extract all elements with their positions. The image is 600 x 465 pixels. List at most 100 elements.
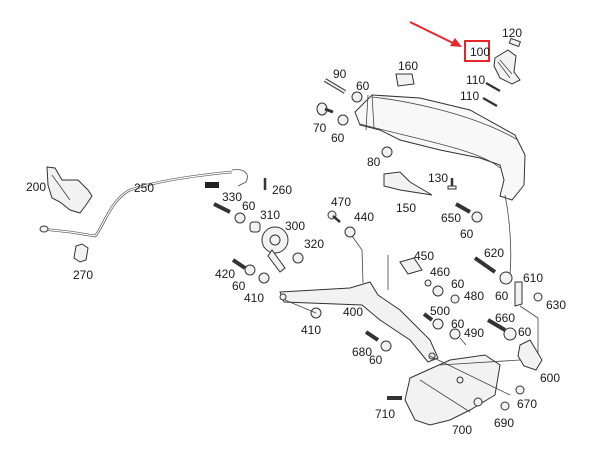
part-label-150[interactable]: 150	[396, 201, 417, 215]
part-label-410[interactable]: 410	[301, 323, 322, 337]
part-310-bushing[interactable]	[249, 221, 261, 233]
part-60-bushing[interactable]	[351, 91, 363, 103]
part-label-70[interactable]: 70	[313, 121, 327, 135]
part-90-bolt[interactable]	[323, 78, 347, 94]
part-120-clip[interactable]	[508, 37, 522, 48]
part-label-500[interactable]: 500	[430, 304, 451, 318]
part-label-420[interactable]: 420	[215, 267, 236, 281]
part-label-270[interactable]: 270	[73, 268, 94, 282]
leader-490	[459, 337, 467, 346]
part-label-160[interactable]: 160	[398, 59, 419, 73]
part-460-pin[interactable]	[424, 279, 432, 287]
part-label-710[interactable]: 710	[375, 407, 396, 421]
part-100-handle[interactable]	[493, 49, 521, 85]
part-250-cable[interactable]	[39, 169, 248, 238]
part-60-bushing[interactable]	[380, 340, 392, 352]
part-660-bolt[interactable]	[486, 318, 507, 332]
part-label-400[interactable]: 400	[343, 305, 364, 319]
part-label-120[interactable]: 120	[502, 26, 523, 40]
part-label-700[interactable]: 700	[452, 423, 473, 437]
part-470-screw[interactable]	[327, 210, 341, 223]
part-label-60[interactable]: 60	[518, 325, 532, 339]
part-label-610[interactable]: 610	[523, 271, 544, 285]
part-label-320[interactable]: 320	[304, 237, 325, 251]
part-630-nut[interactable]	[533, 292, 543, 302]
part-label-60[interactable]: 60	[451, 317, 465, 331]
leader-440	[351, 235, 364, 284]
part-label-110[interactable]: 110	[460, 89, 480, 103]
part-label-200[interactable]: 200	[26, 180, 47, 194]
part-label-60[interactable]: 60	[331, 131, 345, 145]
part-label-60[interactable]: 60	[460, 227, 474, 241]
part-330-bolt[interactable]	[213, 202, 231, 214]
part-label-440[interactable]: 440	[354, 210, 375, 224]
part-450-guide[interactable]	[399, 257, 423, 275]
part-650-bolt[interactable]	[455, 202, 471, 214]
part-200-lock[interactable]	[46, 166, 93, 214]
part-label-110[interactable]: 110	[466, 73, 486, 87]
part-70-pin[interactable]	[316, 102, 334, 116]
leader-690	[429, 355, 511, 396]
part-690-nut[interactable]	[500, 401, 510, 411]
part-160-bracket[interactable]	[395, 73, 415, 87]
part-label-670[interactable]: 670	[517, 397, 538, 411]
part-680-bolt[interactable]	[364, 330, 380, 342]
part-label-620[interactable]: 620	[484, 246, 505, 260]
part-130-screw[interactable]	[447, 178, 457, 190]
part-label-260[interactable]: 260	[272, 183, 293, 197]
part-label-450[interactable]: 450	[414, 249, 435, 263]
part-620-bolt[interactable]	[473, 256, 497, 274]
part-60-bushing[interactable]	[337, 114, 349, 126]
part-420-bolt[interactable]	[231, 258, 247, 270]
part-label-460[interactable]: 460	[430, 265, 451, 279]
part-600-bracket[interactable]	[517, 339, 543, 371]
part-410-washer[interactable]	[258, 272, 270, 284]
part-label-60[interactable]: 60	[369, 353, 383, 367]
part-700-base[interactable]	[404, 354, 501, 426]
part-label-310[interactable]: 310	[260, 208, 281, 222]
part-60-bushing[interactable]	[244, 264, 256, 276]
part-label-680[interactable]: 680	[352, 345, 373, 359]
part-110-pins[interactable]	[482, 82, 501, 107]
part-label-250[interactable]: 250	[134, 181, 155, 195]
part-label-650[interactable]: 650	[441, 211, 462, 225]
part-270-clip[interactable]	[73, 243, 89, 263]
part-frame-flap[interactable]	[354, 94, 526, 201]
part-670-nut[interactable]	[515, 385, 525, 395]
part-label-660[interactable]: 660	[495, 311, 516, 325]
part-label-480[interactable]: 480	[464, 289, 485, 303]
part-60-bushing[interactable]	[432, 318, 444, 330]
part-490-washer[interactable]	[449, 328, 461, 340]
part-label-410[interactable]: 410	[244, 291, 265, 305]
part-label-100[interactable]: 100	[470, 45, 491, 59]
part-320-washer[interactable]	[292, 252, 304, 264]
part-label-300[interactable]: 300	[285, 219, 306, 233]
part-480-nut[interactable]	[450, 294, 460, 304]
part-label-80[interactable]: 80	[367, 155, 381, 169]
part-440-washer[interactable]	[344, 226, 356, 238]
part-60-bushing[interactable]	[503, 327, 517, 341]
part-label-470[interactable]: 470	[331, 195, 352, 209]
part-label-60[interactable]: 60	[232, 279, 246, 293]
part-label-330[interactable]: 330	[222, 190, 243, 204]
part-610-bracket[interactable]	[514, 281, 523, 307]
part-label-60[interactable]: 60	[242, 199, 256, 213]
part-label-690[interactable]: 690	[494, 416, 515, 430]
part-300-gear[interactable]	[261, 226, 289, 273]
part-label-60[interactable]: 60	[451, 277, 465, 291]
part-label-490[interactable]: 490	[464, 326, 485, 340]
leader-610	[519, 305, 539, 360]
part-60-bushing[interactable]	[471, 211, 483, 223]
part-150-guide[interactable]	[383, 171, 433, 196]
part-60-bushing[interactable]	[432, 285, 444, 297]
part-500-bolt[interactable]	[422, 312, 434, 322]
part-label-90[interactable]: 90	[333, 67, 347, 81]
part-60-bushing[interactable]	[234, 212, 246, 224]
part-label-60[interactable]: 60	[356, 79, 370, 93]
part-label-60[interactable]: 60	[495, 289, 509, 303]
part-80-washer[interactable]	[381, 146, 393, 158]
part-label-630[interactable]: 630	[546, 298, 567, 312]
part-label-600[interactable]: 600	[540, 371, 561, 385]
part-60-bushing[interactable]	[499, 271, 513, 285]
part-label-130[interactable]: 130	[428, 171, 449, 185]
